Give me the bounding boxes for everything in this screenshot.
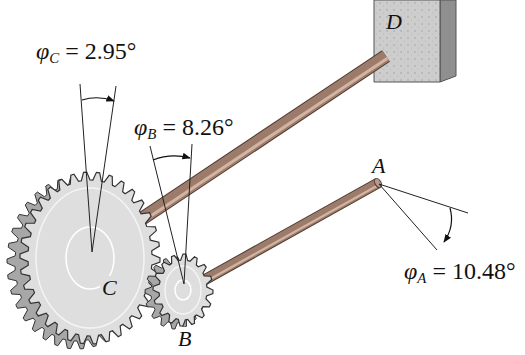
part-letter: B bbox=[176, 327, 193, 351]
gear-face bbox=[153, 254, 213, 326]
shaft-body bbox=[110, 56, 386, 240]
gear-rim bbox=[165, 266, 201, 314]
rotation-arc bbox=[153, 156, 190, 160]
angle-label: φA = 10.48° bbox=[402, 258, 518, 286]
fixed-support bbox=[374, 0, 456, 82]
reference-line bbox=[379, 184, 437, 250]
shaft-outline bbox=[110, 56, 386, 240]
rotation-arc bbox=[82, 98, 114, 101]
part-letter: D bbox=[384, 10, 404, 34]
shaft-highlight bbox=[111, 58, 387, 242]
part-letter: C bbox=[100, 276, 119, 300]
gears bbox=[7, 172, 213, 349]
reference-line bbox=[184, 144, 192, 284]
reference-line bbox=[80, 84, 92, 252]
gear-face bbox=[20, 172, 160, 344]
rotation-arc bbox=[444, 208, 452, 242]
gear-rim bbox=[36, 188, 144, 328]
angle-label: φC = 2.95° bbox=[34, 38, 138, 66]
part-letter: A bbox=[370, 154, 387, 178]
shaft-highlight bbox=[191, 185, 379, 290]
reference-line bbox=[92, 86, 116, 252]
reference-line bbox=[150, 146, 184, 284]
shaft-outline bbox=[190, 183, 378, 288]
shaft-body bbox=[190, 183, 378, 288]
gear-hub bbox=[175, 280, 191, 300]
angle-label: φB = 8.26° bbox=[132, 114, 236, 142]
angle-indicators bbox=[80, 84, 468, 284]
